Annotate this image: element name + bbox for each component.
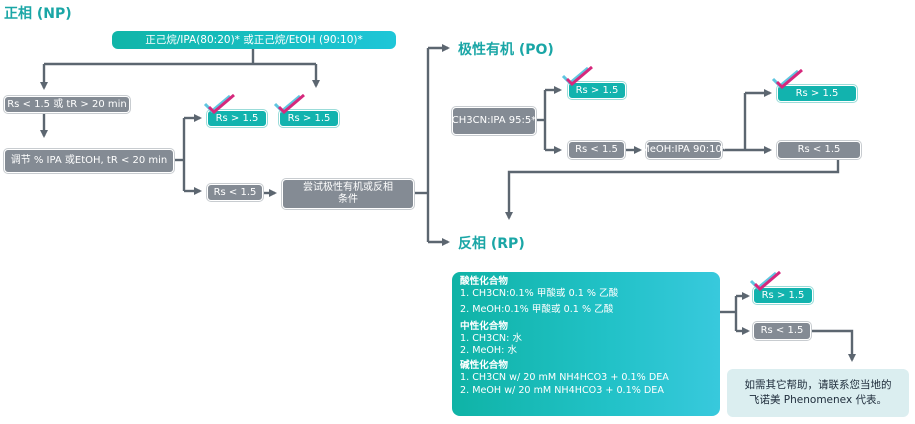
check-mark-icon: [749, 271, 781, 291]
np-rs-bad-box: Rs < 1.5: [207, 184, 263, 201]
check-mark-icon: [273, 94, 305, 114]
rp-rs-bad-box: Rs < 1.5: [753, 322, 811, 340]
po-rs-good-2-box: Rs > 1.5: [777, 85, 857, 102]
np-rs-tr-box: Rs < 1.5 或 tR > 20 min: [4, 96, 130, 113]
acid-item-1: 1. CH3CN:0.1% 甲酸或 0.1 % 乙酸: [460, 288, 619, 300]
po-start-box: CH3CN:IPA 95:5*: [452, 107, 536, 135]
help-line-1: 如需其它帮助，请联系您当地的: [744, 379, 892, 391]
np-heading: 正相 (NP): [4, 6, 72, 22]
po-rs-good-1-box: Rs > 1.5: [568, 82, 626, 99]
po-meoh-box: MeOH:IPA 90:10*: [641, 141, 727, 159]
po-rs-bad-2-box: Rs < 1.5: [777, 141, 861, 159]
rp-conditions-panel: 酸性化合物 1. CH3CN:0.1% 甲酸或 0.1 % 乙酸 2. MeOH…: [452, 272, 720, 416]
basic-item-2: 2. MeOH w/ 20 mM NH4HCO3 + 0.1% DEA: [460, 384, 664, 396]
rp-heading: 反相 (RP): [458, 236, 525, 252]
basic-item-1: 1. CH3CN w/ 20 mM NH4HCO3 + 0.1% DEA: [460, 372, 669, 384]
np-adjust-box: 调节 % IPA 或EtOH, tR < 20 min: [4, 149, 174, 173]
neutral-title: 中性化合物: [460, 320, 508, 332]
neutral-item-2: 2. MeOH: 水: [460, 345, 518, 357]
po-heading: 极性有机 (PO): [458, 42, 554, 58]
check-mark-icon: [771, 69, 803, 89]
po-rs-bad-1-box: Rs < 1.5: [568, 141, 625, 159]
acid-item-2: 2. MeOH:0.1% 甲酸或 0.1 % 乙酸: [460, 304, 614, 316]
np-rs-good-2-box: Rs > 1.5: [279, 110, 339, 127]
check-mark-icon: [203, 94, 235, 114]
rp-rs-good-box: Rs > 1.5: [753, 287, 813, 304]
check-mark-icon: [561, 66, 593, 86]
np-start-box: 正己烷/IPA(80:20)* 或正己烷/EtOH (90:10)*: [112, 31, 396, 49]
basic-title: 碱性化合物: [460, 360, 508, 372]
help-note-box: 如需其它帮助，请联系您当地的 飞诺美 Phenomenex 代表。: [727, 369, 909, 417]
try-line-1: 尝试极性有机或反相: [303, 182, 393, 193]
np-rs-good-1-box: Rs > 1.5: [207, 110, 267, 127]
try-line-2: 条件: [338, 194, 358, 205]
try-po-rp-box: 尝试极性有机或反相 条件: [282, 179, 414, 209]
help-line-2: 飞诺美 Phenomenex 代表。: [748, 394, 888, 406]
acid-title: 酸性化合物: [460, 276, 508, 287]
neutral-item-1: 1. CH3CN: 水: [460, 332, 522, 344]
